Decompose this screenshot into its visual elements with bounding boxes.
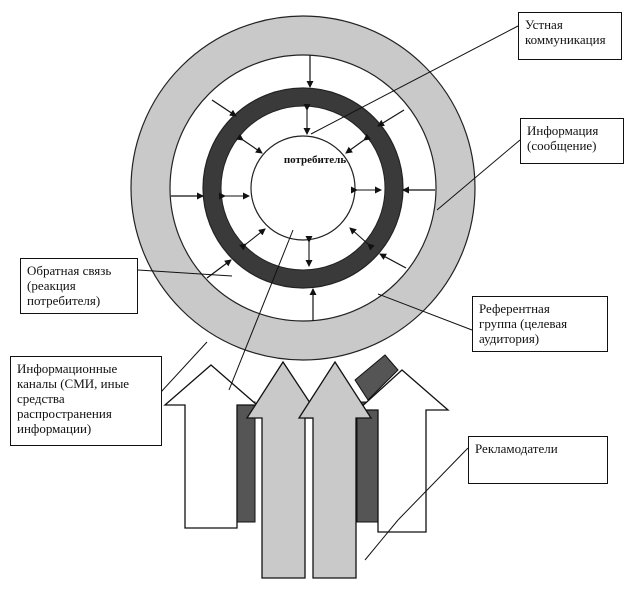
information-box: Информация (сообщение) bbox=[520, 118, 624, 164]
information-label: Информация (сообщение) bbox=[527, 123, 599, 153]
advertisers-box: Рекламодатели bbox=[468, 436, 608, 484]
inner-double-arrows bbox=[219, 104, 382, 267]
reference-group-label: Референтная группа (целевая аудитория) bbox=[479, 301, 568, 346]
gray-arrow-right bbox=[297, 360, 373, 579]
oral-communication-box: Устная коммуникация bbox=[518, 12, 622, 60]
dark-flap bbox=[354, 354, 399, 401]
info-channels-box: Информационные каналы (СМИ, иные средств… bbox=[10, 356, 162, 446]
white-arrow-left bbox=[163, 364, 259, 529]
feedback-label: Обратная связь (реакция потребителя) bbox=[27, 263, 112, 308]
oral-communication-label: Устная коммуникация bbox=[525, 17, 606, 47]
gray-arrow-left bbox=[245, 360, 322, 579]
feedback-box: Обратная связь (реакция потребителя) bbox=[20, 258, 138, 314]
leader-lines bbox=[137, 25, 521, 561]
consumer-circle bbox=[250, 135, 356, 241]
consumer-label: потребитель bbox=[283, 154, 347, 166]
reference-group-box: Референтная группа (целевая аудитория) bbox=[472, 296, 608, 352]
dark-bar-right bbox=[356, 401, 380, 523]
info-channels-label: Информационные каналы (СМИ, иные средств… bbox=[17, 361, 130, 436]
advertisers-label: Рекламодатели bbox=[475, 441, 558, 456]
